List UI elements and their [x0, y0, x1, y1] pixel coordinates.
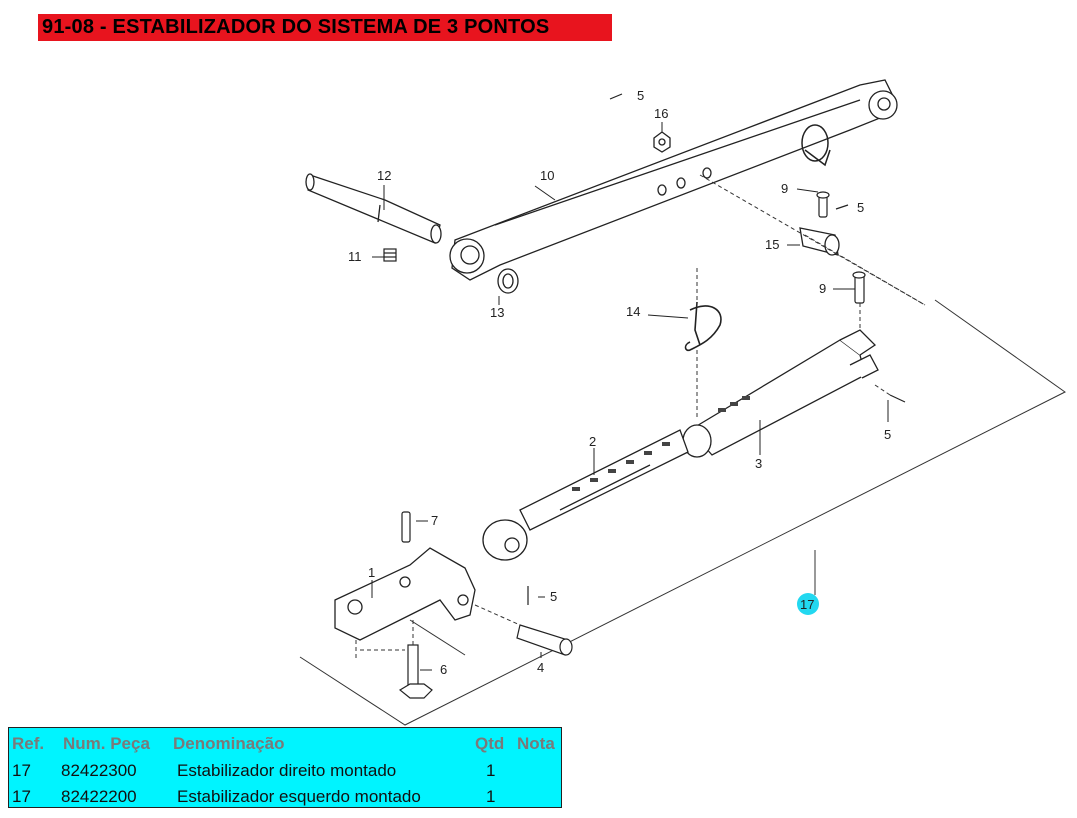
upper-link-arm — [449, 79, 898, 281]
callout-17-highlight — [797, 593, 819, 615]
callout-16: 16 — [654, 106, 668, 121]
table-header: Ref. Num. Peça Denominação Qtd Nota — [9, 731, 561, 755]
nut-16 — [653, 131, 671, 153]
page-title: 91-08 - ESTABILIZADOR DO SISTEMA DE 3 PO… — [42, 16, 550, 38]
row-ref: 17 — [12, 787, 31, 806]
row-den: Estabilizador esquerdo montado — [177, 787, 421, 806]
row-ref: 17 — [12, 761, 31, 780]
callout-5-top: 5 — [637, 88, 644, 103]
callout-1: 1 — [368, 565, 375, 580]
header-nota: Nota — [517, 734, 555, 753]
callout-12: 12 — [377, 168, 391, 183]
pin-9-upper — [816, 191, 830, 218]
callout-5-bracket: 5 — [550, 589, 557, 604]
clip-ring — [801, 124, 831, 167]
callout-2: 2 — [589, 434, 596, 449]
callout-3: 3 — [755, 456, 762, 471]
title-bar: 91-08 - ESTABILIZADOR DO SISTEMA DE 3 PO… — [38, 14, 612, 41]
callout-5-tube: 5 — [884, 427, 891, 442]
spring-clip-14 — [684, 301, 722, 352]
callout-14: 14 — [626, 304, 640, 319]
header-qtd: Qtd — [475, 734, 505, 753]
callout-4: 4 — [537, 660, 544, 675]
header-den: Denominação — [173, 734, 285, 753]
callout-17: 17 — [800, 597, 814, 612]
table-row: 17 82422200 Estabilizador esquerdo monta… — [9, 784, 561, 808]
pin-7 — [401, 511, 411, 543]
callout-6: 6 — [440, 662, 447, 677]
pin-4 — [516, 624, 573, 656]
callout-9-lower: 9 — [819, 281, 826, 296]
callout-15: 15 — [765, 237, 779, 252]
bracket-1 — [334, 547, 476, 641]
tube-3 — [682, 329, 879, 458]
callout-13: 13 — [490, 305, 504, 320]
assembly-bracket-lines — [299, 299, 1066, 726]
row-qtd: 1 — [486, 761, 496, 780]
row-qtd: 1 — [486, 787, 496, 806]
pin-12 — [305, 173, 442, 244]
pin-15 — [799, 227, 840, 256]
callout-10: 10 — [540, 168, 554, 183]
row-den: Estabilizador direito montado — [177, 761, 397, 780]
cotter-pins-5 — [527, 93, 906, 605]
washer-13 — [497, 268, 519, 294]
grease-nipple-11 — [383, 248, 397, 262]
header-num: Num. Peça — [63, 734, 150, 753]
row-num: 82422200 — [61, 787, 137, 806]
leader-lines — [371, 122, 889, 671]
callout-5-pin: 5 — [857, 200, 864, 215]
pin-9-lower — [852, 271, 866, 304]
callout-7: 7 — [431, 513, 438, 528]
callout-11: 11 — [348, 249, 362, 264]
table-row: 17 82422300 Estabilizador direito montad… — [9, 758, 561, 782]
bolt-6 — [398, 644, 433, 699]
header-ref: Ref. — [12, 734, 45, 753]
alignment-lines — [355, 174, 926, 660]
adjustable-rod-2 — [482, 429, 689, 561]
parts-table: Ref. Num. Peça Denominação Qtd Nota 17 8… — [8, 727, 562, 808]
callout-9-upper: 9 — [781, 181, 788, 196]
row-num: 82422300 — [61, 761, 137, 780]
